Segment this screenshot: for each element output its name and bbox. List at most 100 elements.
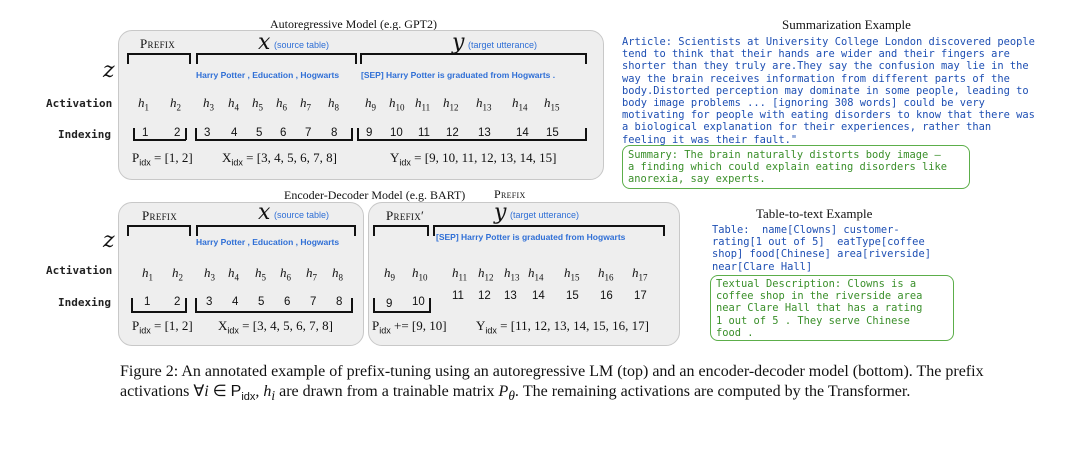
activation: h13 [504,265,520,283]
index: 7 [305,127,312,139]
index: 5 [256,127,263,139]
bottom-z-symbol: z [103,228,115,253]
activation: h10 [389,95,405,113]
bottom-p2-idx: Pidx += [9, 10] [372,318,447,336]
table2text-title: Table-to-text Example [756,206,873,221]
activation: h7 [306,265,317,283]
index: 3 [204,127,211,139]
activation: h1 [138,95,149,113]
summarization-title: Summarization Example [782,17,911,32]
activation: h5 [252,95,263,113]
top-title: Autoregressive Model (e.g. GPT2) [270,17,437,31]
bottom-x-note: (source table) [274,210,330,220]
activation: h1 [142,265,153,283]
index: 4 [231,127,238,139]
index: 14 [532,290,545,302]
activation: h13 [476,95,492,113]
top-x-symbol: x [258,30,271,55]
activation: h7 [300,95,311,113]
activation: h6 [280,265,291,283]
index: 9 [386,298,393,310]
index: 12 [478,290,491,302]
index: 10 [390,127,403,139]
index: 11 [418,127,430,139]
top-z-symbol: z [103,58,115,83]
activation: h16 [598,265,614,283]
top-y-symbol: y [452,30,465,55]
index: 8 [331,127,338,139]
index: 4 [232,296,239,308]
top-prefix-label: Prefix [140,36,176,51]
index: 10 [412,296,425,308]
bottom-x-idx: Xidx = [3, 4, 5, 6, 7, 8] [218,318,333,336]
summarization-summary: Summary: The brain naturally distorts bo… [628,149,948,186]
bottom-title: Encoder-Decoder Model (e.g. BART) [284,188,466,202]
bottom-x-symbol: x [258,200,271,225]
bottom-p-idx: Pidx = [1, 2] [132,318,193,336]
top-p-idx: Pidx = [1, 2] [132,150,193,168]
activation: h15 [544,95,560,113]
figure-caption: Figure 2: An annotated example of prefix… [120,363,984,404]
bottom-target-tokens: [SEP] Harry Potter is graduated from Hog… [436,232,626,242]
activation: h8 [332,265,343,283]
top-y-note: (target utterance) [468,40,538,50]
index: 16 [600,290,613,302]
index: 13 [478,127,491,139]
top-x-idx: Xidx = [3, 4, 5, 6, 7, 8] [222,150,337,168]
index: 13 [504,290,517,302]
top-source-tokens: Harry Potter , Education , Hogwarts [196,70,340,80]
bottom-prefix2-label: Prefix′ [386,208,425,223]
activation: h2 [172,265,183,283]
activation: h6 [276,95,287,113]
bottom-source-tokens: Harry Potter , Education , Hogwarts [196,237,340,247]
activation: h2 [170,95,181,113]
bottom-indexing-label: Indexing [58,296,111,309]
activation: h4 [228,95,239,113]
figure-label: Figure 2: [120,363,179,380]
index: 14 [516,127,529,139]
activation: h3 [203,95,214,113]
activation: h17 [632,265,648,283]
summary-box [622,145,970,189]
index: 15 [566,290,579,302]
index: 12 [446,127,459,139]
index: 1 [142,127,149,139]
activation: h10 [412,265,428,283]
top-indexing-label: Indexing [58,128,111,141]
index: 9 [366,127,373,139]
bottom-title-extra: Prefix [494,187,526,201]
top-target-tokens: [SEP] Harry Potter is graduated from Hog… [361,70,556,80]
index: 2 [174,296,181,308]
activation: h14 [528,265,544,283]
index: 6 [280,127,287,139]
table2text-table: Table: name[Clowns] customer- rating[1 o… [712,224,931,273]
index: 7 [310,296,317,308]
top-activation-label: Activation [46,97,113,110]
index: 15 [546,127,559,139]
bottom-y-symbol: y [494,200,507,225]
activation: h11 [415,95,431,113]
index: 3 [206,296,213,308]
bottom-activation-label: Activation [46,264,113,277]
activation: h4 [228,265,239,283]
activation: h9 [365,95,376,113]
index: 17 [634,290,647,302]
activation: h14 [512,95,528,113]
index: 1 [144,296,151,308]
activation: h3 [204,265,215,283]
activation: h9 [384,265,395,283]
activation: h11 [452,265,468,283]
summarization-article: Article: Scientists at University Colleg… [622,36,1035,146]
top-x-note: (source table) [274,40,330,50]
index: 2 [174,127,181,139]
top-y-idx: Yidx = [9, 10, 11, 12, 13, 14, 15] [390,150,557,168]
activation: h12 [443,95,459,113]
index: 11 [452,290,464,302]
activation: h8 [328,95,339,113]
activation: h15 [564,265,580,283]
bottom-prefix-label: Prefix [142,208,178,223]
activation: h5 [255,265,266,283]
index: 8 [336,296,343,308]
